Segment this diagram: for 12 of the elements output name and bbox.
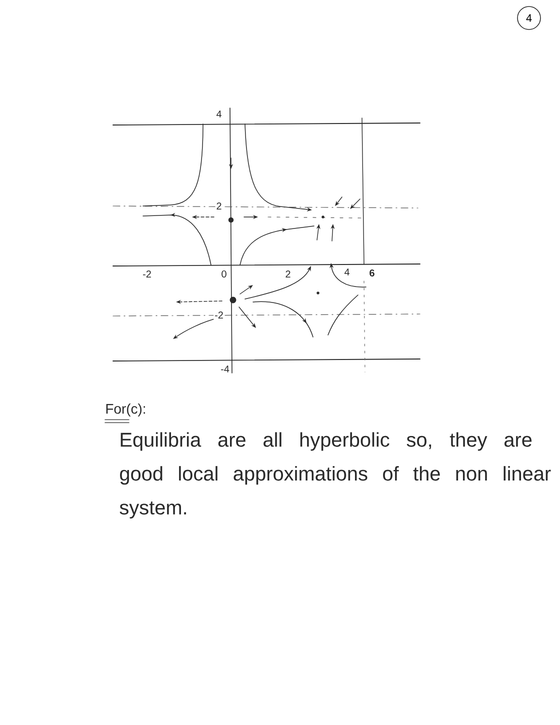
axis-label: 4: [343, 268, 351, 276]
axis-label: -2: [142, 270, 152, 278]
paragraph: Equilibria are all hyperbolic so, they are good local approximations of the non linear system.: [120, 432, 551, 519]
heading: For(c):: [104, 404, 145, 424]
axis-label: 2: [284, 270, 292, 278]
axis-label: -2: [214, 310, 224, 320]
axis-label: 0: [220, 269, 228, 279]
axis-label: -4: [220, 364, 230, 374]
axis-label: 6: [368, 268, 376, 278]
page-number: 4: [517, 6, 541, 30]
axis-label: 4: [215, 110, 223, 118]
axis-label: 2: [215, 202, 223, 210]
